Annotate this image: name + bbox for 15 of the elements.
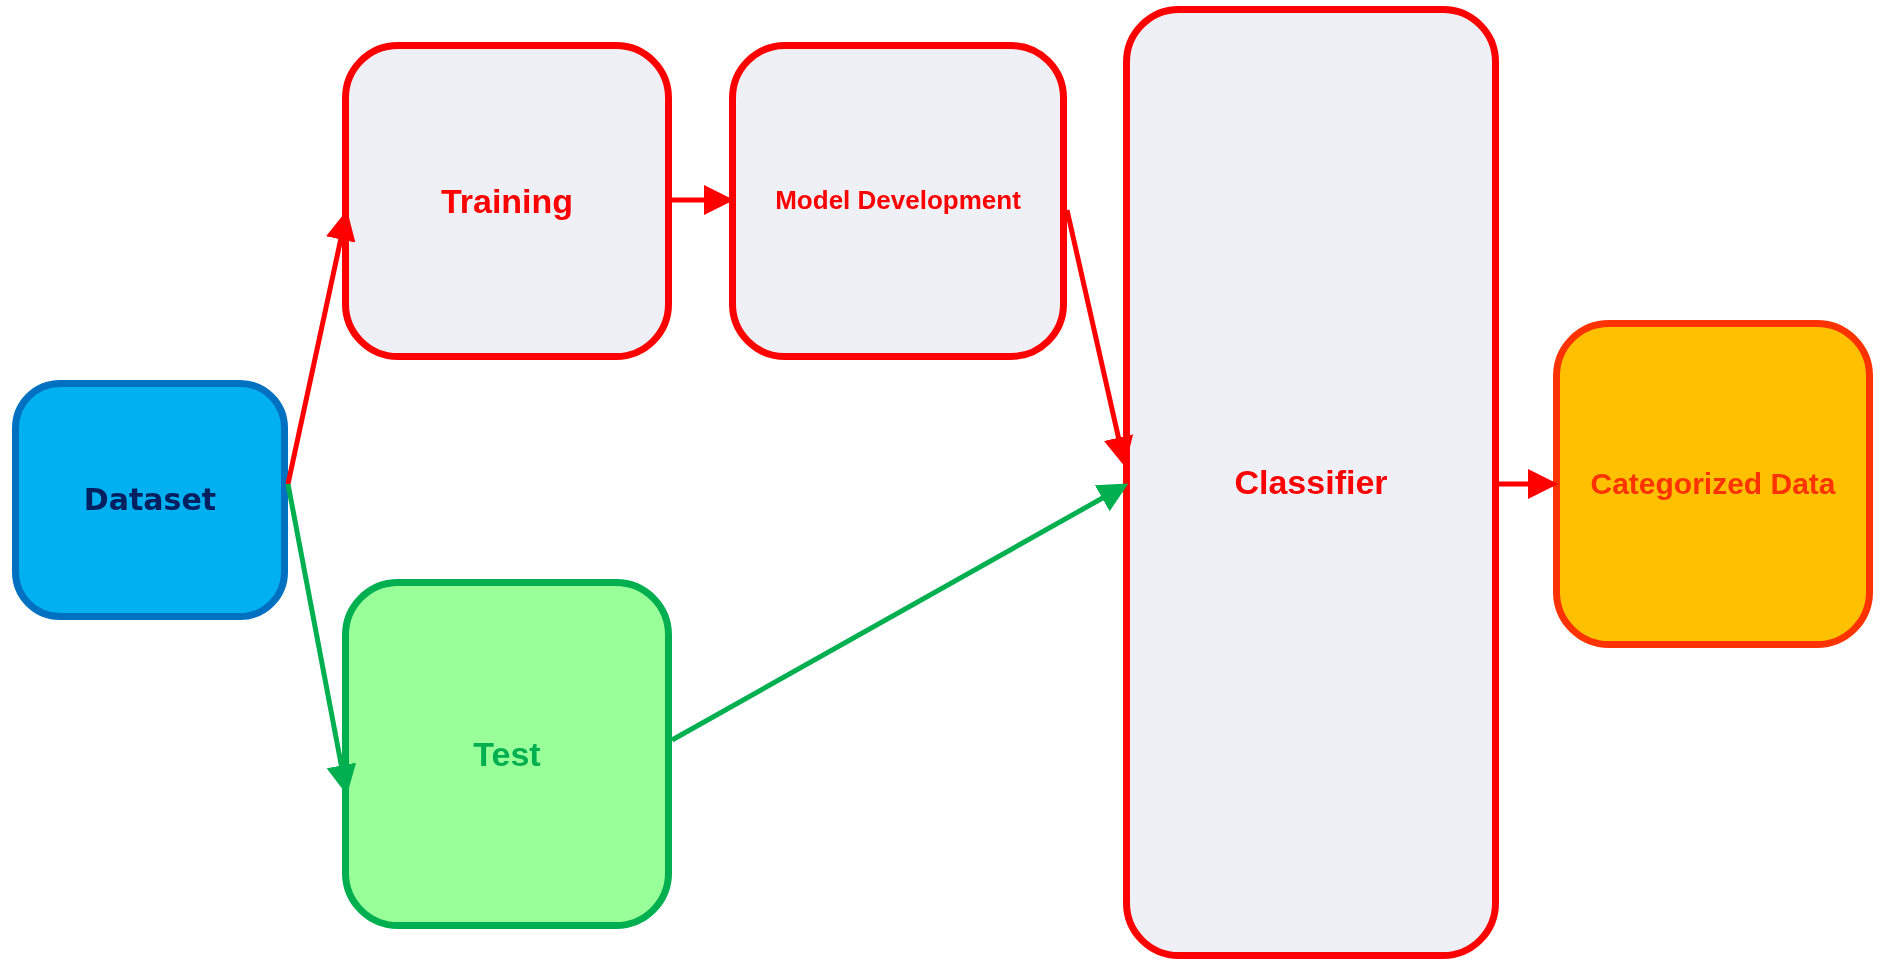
- arrow: [1499, 469, 1558, 499]
- arrow: [670, 483, 1129, 743]
- process-box: [342, 42, 672, 360]
- arrow: [1064, 209, 1134, 467]
- box-label: Training: [440, 180, 574, 222]
- box-label: Model Development: [775, 185, 1021, 217]
- box-label: Categorized Data: [1590, 466, 1836, 502]
- process-box: [342, 579, 672, 929]
- process-box: [1123, 6, 1499, 959]
- box-label: Classifier: [1234, 462, 1388, 503]
- process-box: [729, 42, 1067, 360]
- box-label: Test: [473, 733, 541, 775]
- process-box: [12, 380, 288, 620]
- process-box: [1553, 320, 1873, 648]
- box-label: Dataset: [83, 482, 217, 518]
